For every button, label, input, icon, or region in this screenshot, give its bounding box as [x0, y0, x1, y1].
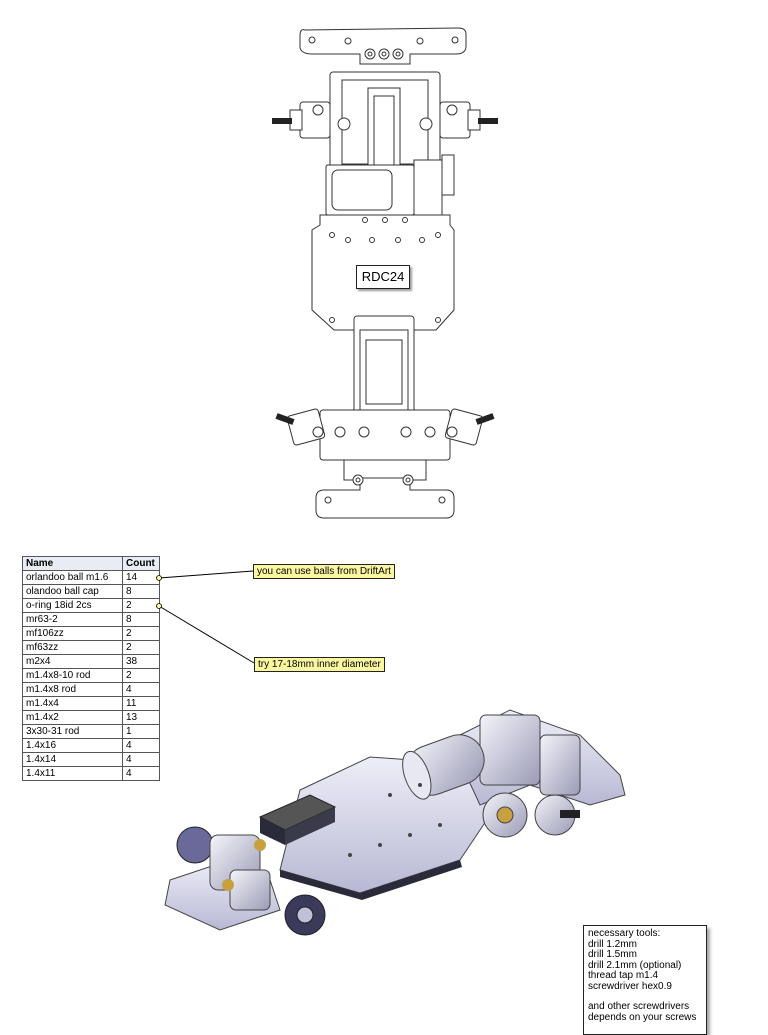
tools-line: thread tap m1.4	[588, 970, 659, 981]
tools-note: necessary tools: drill 1.2mm drill 1.5mm…	[583, 925, 707, 1035]
oring-callout: try 17-18mm inner diameter	[254, 657, 385, 672]
column-header-name: Name	[22, 556, 123, 571]
table-header-row: Name Count	[22, 556, 160, 571]
part-name-cell: mr63-2	[22, 612, 123, 627]
part-name-cell: o-ring 18id 2cs	[22, 598, 123, 613]
part-name-cell: m1.4x8 rod	[22, 682, 123, 697]
part-name-cell: 3x30-31 rod	[22, 724, 123, 739]
part-name-cell: olandoo ball cap	[22, 584, 123, 599]
part-name-cell: orlandoo ball m1.6	[22, 570, 123, 585]
callout-leader-lines	[156, 570, 255, 664]
part-name-cell: 1.4x14	[22, 752, 123, 767]
part-count-cell: 2	[122, 668, 160, 683]
chassis-3d-render	[164, 709, 626, 936]
tools-line: drill 1.2mm	[588, 938, 637, 950]
part-name-cell: mf63zz	[22, 640, 123, 655]
tools-footer-line: depends on your screws	[588, 1011, 697, 1023]
tools-line: drill 1.5mm	[588, 949, 637, 960]
tools-footer-line: and other screwdrivers	[588, 1001, 690, 1012]
part-name-cell: m1.4x4	[22, 696, 123, 711]
tools-line: necessary tools:	[588, 928, 661, 939]
part-name-cell: 1.4x16	[22, 738, 123, 753]
part-name-cell: m2x4	[22, 654, 123, 669]
balls-callout: you can use balls from DriftArt	[253, 564, 395, 579]
part-count-cell: 4	[122, 766, 160, 781]
part-name-cell: m1.4x8-10 rod	[22, 668, 123, 683]
part-name-cell: m1.4x2	[22, 710, 123, 725]
tools-line: drill 2.1mm (optional)	[588, 959, 682, 971]
part-name-cell: mf106zz	[22, 626, 123, 641]
part-name-cell: 1.4x11	[22, 766, 123, 781]
tools-line: screwdriver hex0.9	[588, 980, 672, 992]
model-label: RDC24	[356, 265, 410, 289]
